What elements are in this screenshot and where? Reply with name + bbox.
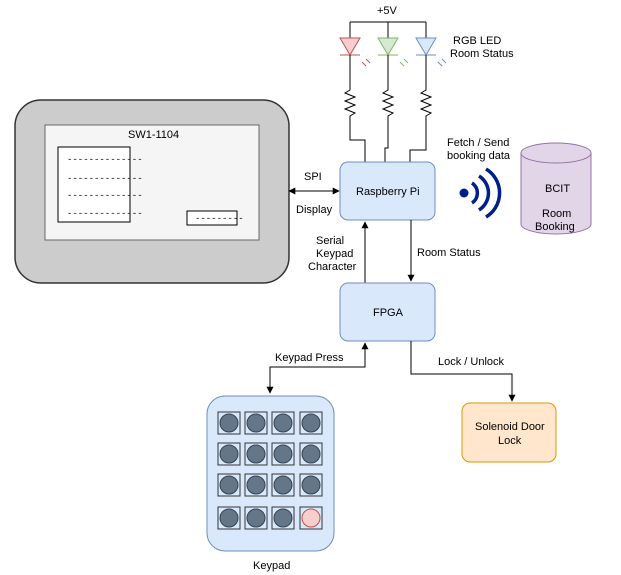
keypad-key-button — [219, 475, 239, 495]
keypad-key-button — [246, 413, 266, 433]
booking-list-line: -------------- — [67, 174, 143, 184]
keypad-key-button — [301, 444, 321, 464]
resistor-red — [343, 85, 366, 162]
supply-label: +5V — [377, 5, 398, 17]
booking-list-line: -------------- — [67, 155, 143, 165]
led-blue — [415, 22, 447, 85]
fpga-block — [339, 282, 436, 342]
room-status-label: Room Status — [417, 247, 481, 259]
lock-unlock-label: Lock / Unlock — [438, 356, 505, 368]
led-green — [377, 22, 409, 85]
display-device: SW1-1104 -------------- -------------- -… — [14, 99, 290, 284]
keypad-press-label: Keypad Press — [275, 352, 344, 364]
keypad-label: Keypad — [253, 560, 290, 572]
raspberry-pi-block — [339, 161, 436, 221]
booking-list-line: -------------- — [67, 209, 143, 219]
serial-label-line3: Character — [308, 261, 357, 273]
screen-button-text: --------- — [195, 214, 244, 224]
resistor-green — [381, 85, 395, 162]
keypad-key-button — [219, 413, 239, 433]
room-name-text: SW1-1104 — [128, 129, 179, 141]
keypad-keys — [217, 411, 323, 530]
keypad-key-button — [273, 475, 293, 495]
display-label: Display — [296, 204, 333, 216]
led-title-line1: RGB LED — [453, 35, 501, 47]
keypad-key-button — [246, 508, 266, 528]
booking-list-line: -------------- — [67, 191, 143, 201]
db-label-line2: Room — [542, 208, 571, 220]
keypad-key-button — [273, 444, 293, 464]
lock-link — [410, 341, 516, 402]
serial-label-line2: Keypad — [316, 248, 353, 260]
screen-button — [186, 210, 238, 226]
db-label-line3: Booking — [535, 221, 575, 233]
keypad-key-button — [219, 444, 239, 464]
fetch-label-line2: booking data — [447, 150, 511, 162]
keypad-key-button — [246, 475, 266, 495]
keypad-key-button — [301, 413, 321, 433]
solenoid-label-line2: Lock — [498, 435, 522, 447]
keypad-key-active-button — [301, 508, 321, 528]
booking-database — [520, 142, 592, 235]
booking-list-box — [57, 146, 131, 223]
spi-label: SPI — [304, 171, 322, 183]
keypad-press-link — [266, 342, 369, 394]
solenoid-label-line1: Solenoid Door — [475, 421, 545, 433]
fpga-label: FPGA — [373, 307, 404, 319]
keypad-key-button — [273, 413, 293, 433]
keypad-key-button — [246, 444, 266, 464]
keypad-key-button — [301, 475, 321, 495]
fetch-label-line1: Fetch / Send — [447, 137, 509, 149]
db-label-line1: BCIT — [545, 183, 570, 195]
wireless-icon — [459, 167, 502, 219]
resistor-blue — [409, 85, 433, 162]
led-red — [339, 22, 371, 85]
solenoid-lock-block — [461, 402, 557, 463]
keypad-key-button — [219, 508, 239, 528]
serial-label-line1: Serial — [316, 235, 344, 247]
keypad-key-button — [273, 508, 293, 528]
raspberry-pi-label: Raspberry Pi — [356, 186, 420, 198]
led-title-line2: Room Status — [450, 48, 514, 60]
